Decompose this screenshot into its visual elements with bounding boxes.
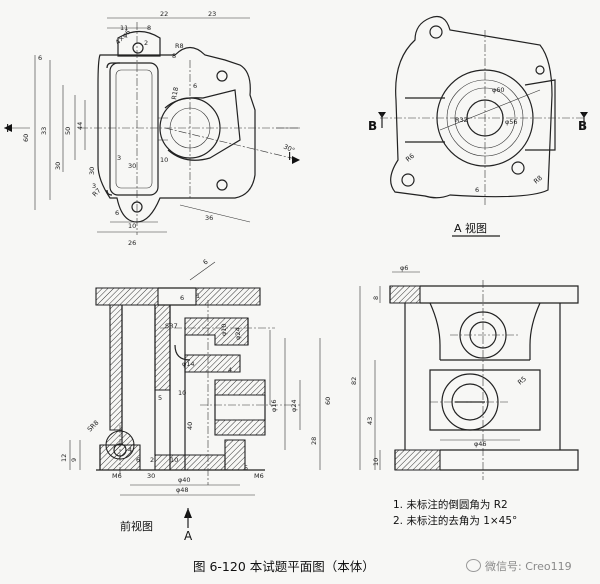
svg-text:φ24: φ24 [234,327,242,340]
svg-text:φ56: φ56 [505,118,518,126]
svg-text:3: 3 [92,182,96,190]
svg-text:6: 6 [202,258,210,267]
svg-text:R32: R32 [455,116,468,124]
note-2: 2. 未标注的去角为 1×45° [393,515,518,527]
svg-text:30: 30 [88,167,96,175]
svg-text:43: 43 [366,417,374,425]
svg-text:R8: R8 [175,42,184,50]
svg-text:33: 33 [40,127,48,135]
svg-text:R8: R8 [532,174,544,186]
svg-text:82: 82 [350,377,358,385]
svg-text:11: 11 [120,24,128,32]
svg-text:B: B [368,119,377,133]
svg-text:φ14: φ14 [182,360,195,368]
svg-text:6: 6 [136,456,140,464]
svg-text:36: 36 [205,214,213,222]
svg-text:3: 3 [117,154,121,162]
svg-text:A: A [184,529,193,543]
svg-text:φ46: φ46 [474,440,487,448]
svg-text:R6: R6 [404,152,416,164]
svg-text:φ40: φ40 [178,476,191,484]
svg-text:9: 9 [70,458,78,462]
svg-text:2: 2 [150,456,154,464]
svg-text:10: 10 [170,456,178,464]
svg-text:φ24: φ24 [290,399,298,412]
svg-text:12: 12 [60,454,68,462]
front-view-label: 前视图 [120,519,153,533]
svg-text:8: 8 [172,52,176,60]
svg-text:26: 26 [128,239,136,247]
svg-text:8: 8 [147,24,151,32]
front-view: 6 6 1 SR7 φ10 φ24 φ14 4 10 φ16 φ24 40 28 6… [60,258,332,543]
svg-text:10: 10 [160,156,168,164]
side-view: φ6 8 R5 82 43 φ46 10 [350,264,579,480]
svg-text:30: 30 [147,472,155,480]
watermark: 微信号: Creo119 [466,558,572,574]
svg-text:10: 10 [178,389,186,397]
svg-text:6: 6 [38,54,42,62]
note-1: 1. 未标注的倒圆角为 R2 [393,499,508,511]
svg-text:60: 60 [324,397,332,405]
svg-text:SR8: SR8 [86,419,101,434]
svg-text:30: 30 [54,162,62,170]
svg-text:50: 50 [64,127,72,135]
wechat-icon [466,559,481,572]
watermark-text: 微信号: Creo119 [485,560,572,573]
svg-text:M6: M6 [112,472,122,480]
svg-text:SR7: SR7 [165,322,178,330]
svg-text:φ48: φ48 [176,486,189,494]
svg-text:40: 40 [186,422,194,430]
svg-text:φ10: φ10 [220,323,228,336]
svg-text:R7: R7 [91,187,103,199]
svg-text:1: 1 [196,292,200,300]
a-view-label: A 视图 [454,221,487,235]
svg-text:44: 44 [76,122,84,130]
svg-text:5: 5 [158,394,162,402]
svg-text:4: 4 [228,366,232,374]
svg-text:23: 23 [208,10,216,18]
svg-text:2: 2 [144,39,148,47]
svg-text:6: 6 [475,186,479,194]
svg-text:I: I [288,150,291,163]
svg-text:22: 22 [160,10,168,18]
svg-text:4×φ6: 4×φ6 [114,28,132,46]
svg-text:6: 6 [193,82,197,90]
svg-text:M6: M6 [254,472,264,480]
figure-caption: 图 6-120 本试题平面图（本体） [193,559,375,574]
svg-text:R5: R5 [516,375,528,387]
svg-text:R18: R18 [170,86,180,100]
svg-text:6: 6 [180,294,184,302]
svg-text:6: 6 [115,209,119,217]
svg-text:60: 60 [22,134,30,142]
svg-text:10: 10 [372,458,380,466]
svg-text:30: 30 [128,162,136,170]
svg-text:φ60: φ60 [492,86,505,94]
svg-text:8: 8 [372,296,380,300]
svg-text:10: 10 [128,222,136,230]
svg-text:28: 28 [310,437,318,445]
svg-text:5: 5 [244,464,248,472]
svg-text:B: B [578,119,587,133]
svg-text:φ6: φ6 [400,264,408,272]
svg-text:4: 4 [128,446,132,454]
svg-text:φ16: φ16 [270,399,278,412]
